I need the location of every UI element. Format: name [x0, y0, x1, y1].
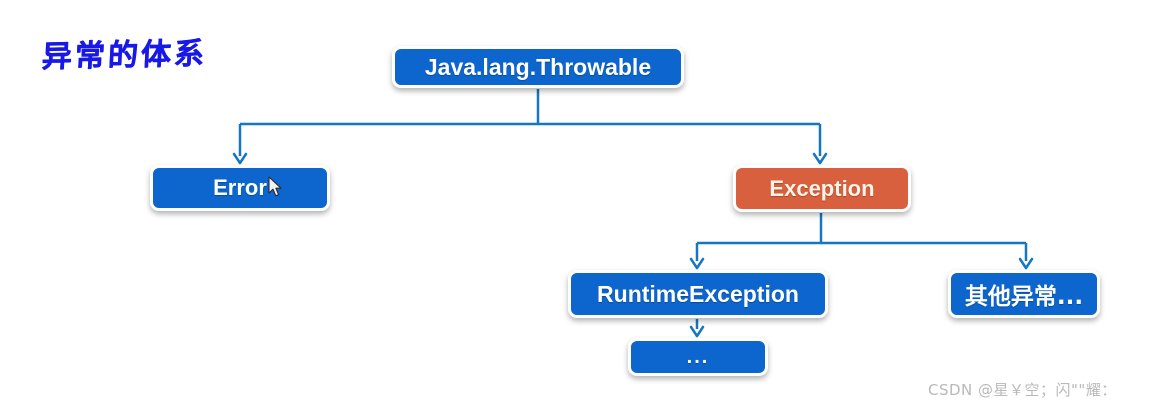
arrowhead-ellipsis [689, 325, 705, 338]
node-other-exceptions[interactable]: 其他异常... [948, 270, 1100, 318]
arrowhead-runtime [689, 257, 705, 270]
node-exception[interactable]: Exception [733, 165, 911, 212]
page-title: 异常的体系 [40, 36, 208, 75]
arrowhead-exception [812, 152, 828, 165]
arrowhead-error [232, 152, 248, 165]
node-ellipsis[interactable]: ... [628, 338, 768, 376]
node-runtime-exception[interactable]: RuntimeException [568, 270, 828, 318]
arrowhead-other [1018, 257, 1034, 270]
node-error[interactable]: Error [150, 165, 330, 211]
node-throwable[interactable]: Java.lang.Throwable [392, 46, 684, 88]
watermark: CSDN @星￥空；闪""耀： [928, 381, 1117, 399]
